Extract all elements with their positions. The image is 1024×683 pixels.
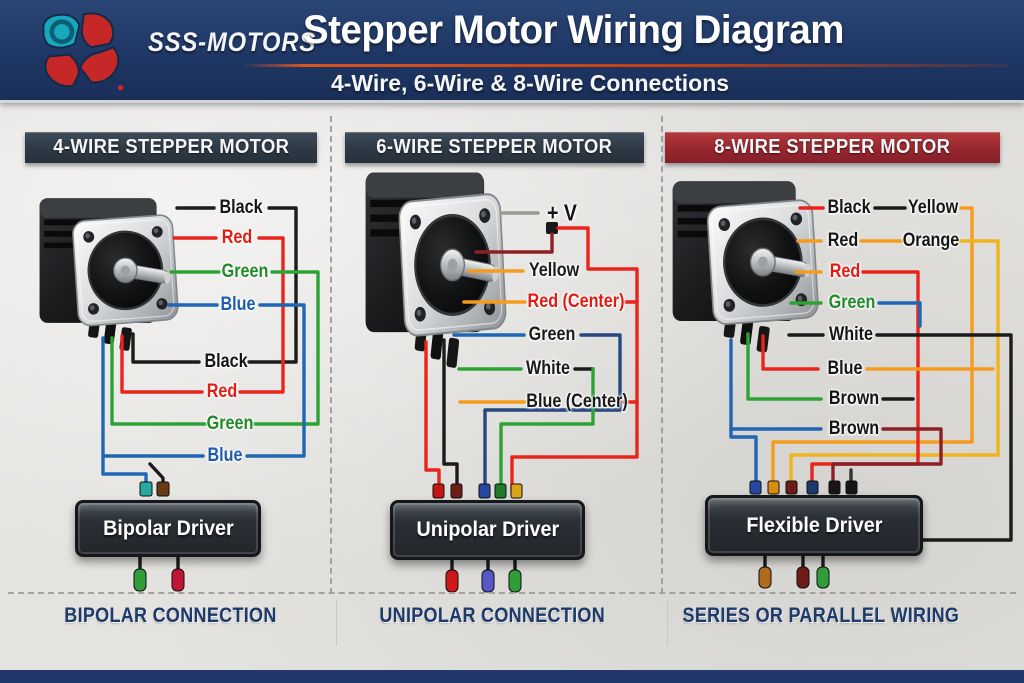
motor-and-wiring-6-wire	[364, 170, 639, 593]
panel-6-wire: 6-WIRE STEPPER MOTOR	[341, 112, 682, 627]
brand-text: SSS-MOTORS	[148, 27, 317, 57]
panel-title-6-wire: 6-WIRE STEPPER MOTOR	[345, 132, 644, 163]
panel-caption-unipolar: UNIPOLAR CONNECTION	[379, 604, 606, 627]
panel-title-8-wire: 8-WIRE STEPPER MOTOR	[665, 132, 1000, 163]
panel-divider-dashed-right	[661, 116, 663, 594]
panel-caption-series-parallel: SERIES OR PARALLEL WIRING	[682, 604, 959, 627]
driver-box-flexible: Flexible Driver	[705, 495, 923, 556]
caption-separator-right	[667, 600, 668, 646]
panel-8-wire: 8-WIRE STEPPER MOTOR	[663, 112, 1024, 627]
page-title: Stepper Motor Wiring Diagram	[303, 8, 844, 52]
stepper-motor-icon	[38, 196, 180, 353]
sss-motors-logo-icon	[42, 12, 124, 91]
motor-and-wiring-4-wire	[38, 196, 320, 592]
caption-separator-left	[336, 600, 337, 646]
header: SSS-MOTORS Stepper Motor Wiring Diagram …	[0, 0, 1024, 103]
stepper-motor-icon	[671, 179, 821, 355]
motor-and-wiring-8-wire	[671, 179, 1013, 589]
title-underline	[242, 64, 1008, 67]
driver-box-unipolar: Unipolar Driver	[390, 500, 585, 560]
panel-caption-bipolar: BIPOLAR CONNECTION	[64, 604, 277, 627]
panel-title-4-wire: 4-WIRE STEPPER MOTOR	[25, 132, 317, 163]
caption-divider-dashed	[8, 592, 1016, 594]
driver-box-bipolar: Bipolar Driver	[75, 500, 261, 557]
page-subtitle: 4-Wire, 6-Wire & 8-Wire Connections	[330, 70, 730, 96]
footer-bar	[0, 670, 1024, 683]
panel-divider-dashed-left	[330, 116, 332, 594]
